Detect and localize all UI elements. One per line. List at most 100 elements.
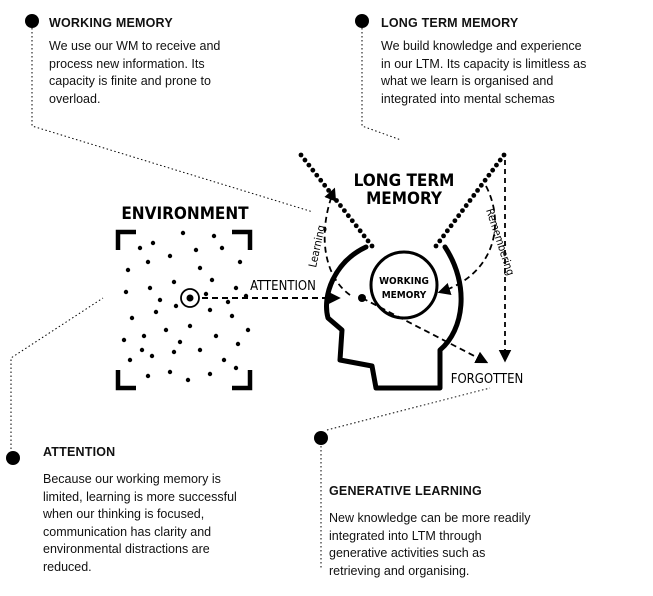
stimulus-dot bbox=[225, 299, 231, 305]
text-line: integrated into mental schemas bbox=[381, 91, 555, 106]
forgetting-arrow bbox=[361, 297, 489, 364]
working-memory-callout: WORKING MEMORY We use our WM to receive … bbox=[49, 16, 289, 108]
stimulus-dot bbox=[209, 277, 215, 283]
long-term-memory-title: LONG TERM MEMORY bbox=[381, 16, 519, 30]
stimulus-dot bbox=[145, 259, 151, 265]
stimulus-dot bbox=[213, 333, 219, 339]
stimulus-dot bbox=[150, 240, 156, 246]
attention-focus-dot bbox=[186, 294, 194, 302]
wm-label-line1: WORKING bbox=[379, 276, 429, 287]
generative-learning-text: New knowledge can be more readily integr… bbox=[329, 510, 589, 580]
text-line: communication has clarity and bbox=[43, 524, 212, 539]
ltm-right-dot bbox=[501, 152, 507, 158]
ltm-left-dot bbox=[298, 152, 304, 158]
ltm-left-dot bbox=[318, 177, 324, 183]
stimulus-dot bbox=[137, 245, 143, 251]
frame-corner-top-left bbox=[115, 229, 136, 250]
frame-corner-bottom-right bbox=[232, 370, 253, 391]
attention-connector bbox=[10, 297, 104, 457]
text-line: limited, learning is more successful bbox=[43, 489, 237, 504]
ltm-left-dot bbox=[338, 203, 343, 208]
long-term-memory-connector bbox=[361, 28, 402, 141]
stimulus-dot bbox=[123, 289, 129, 295]
long-term-memory-text: We build knowledge and experience in our… bbox=[381, 38, 651, 108]
stimulus-dot bbox=[141, 333, 147, 339]
ltm-left-dot bbox=[314, 172, 320, 178]
text-line: capacity is finite and prone to bbox=[49, 74, 211, 88]
working-memory-circle bbox=[369, 250, 439, 320]
environment-label: ENVIRONMENT bbox=[121, 204, 249, 224]
stimulus-dot bbox=[229, 313, 235, 319]
ltm-left-dot bbox=[357, 228, 363, 234]
working-memory-connector bbox=[31, 28, 314, 213]
environment-frame bbox=[115, 229, 253, 391]
stimulus-dot bbox=[147, 285, 153, 291]
working-memory-bullet bbox=[25, 14, 39, 28]
ltm-right-dot bbox=[490, 167, 496, 173]
ltm-right-dot bbox=[463, 203, 469, 208]
ltm-right-dot bbox=[437, 238, 443, 244]
stimulus-dot bbox=[193, 247, 199, 253]
stimulus-dot bbox=[163, 327, 169, 333]
stimulus-dot bbox=[221, 357, 227, 363]
ltm-right-dot bbox=[482, 177, 488, 183]
long-term-memory-callout: LONG TERM MEMORY We build knowledge and … bbox=[381, 16, 651, 108]
ltm-left-dot bbox=[341, 208, 347, 214]
stimulus-dot bbox=[207, 307, 213, 313]
frame-corner-bottom-left bbox=[115, 370, 136, 391]
frame-corner-top-right bbox=[232, 229, 253, 250]
working-memory-title: WORKING MEMORY bbox=[49, 16, 173, 30]
ltm-right-dot bbox=[497, 157, 503, 163]
ltm-right-dot bbox=[471, 193, 477, 198]
stimulus-dot bbox=[233, 365, 239, 371]
text-line: We build knowledge and experience bbox=[381, 39, 582, 53]
stimulus-dot bbox=[197, 347, 203, 353]
attention-text: Because our working memory is limited, l… bbox=[43, 471, 293, 576]
learning-label: Learning bbox=[306, 224, 328, 269]
ltm-left-dot bbox=[345, 213, 351, 219]
ltm-label-line1: LONG TERM bbox=[354, 171, 455, 191]
remembering-arrow bbox=[437, 185, 496, 295]
ltm-right-dot bbox=[433, 243, 439, 249]
stimulus-dot bbox=[245, 327, 251, 333]
text-line: what we learn is organised and bbox=[381, 74, 554, 88]
ltm-right-dot bbox=[441, 233, 446, 239]
text-line: We use our WM to receive and bbox=[49, 39, 221, 53]
ltm-left-dot bbox=[330, 193, 335, 198]
ltm-right-dot bbox=[475, 187, 480, 193]
ltm-left-dot bbox=[306, 162, 312, 168]
stimulus-dot bbox=[173, 303, 179, 309]
stimulus-dot bbox=[197, 265, 203, 271]
stimulus-dot bbox=[157, 297, 163, 303]
stimulus-dot bbox=[177, 339, 183, 345]
stimulus-dot bbox=[211, 233, 217, 239]
stimulus-dot bbox=[235, 341, 241, 347]
text-line: Because our working memory is bbox=[43, 472, 221, 486]
ltm-left-dot bbox=[349, 218, 355, 224]
text-line: reduced. bbox=[43, 559, 92, 574]
ltm-right-dot bbox=[444, 228, 450, 234]
forgotten-connector bbox=[326, 387, 491, 431]
ltm-right-dot bbox=[486, 172, 492, 178]
stimulus-dot bbox=[167, 369, 173, 375]
ltm-left-dot bbox=[361, 233, 367, 239]
ltm-right-dot bbox=[456, 213, 462, 219]
generative-learning-callout: GENERATIVE LEARNING New knowledge can be… bbox=[329, 484, 589, 580]
stimulus-dot bbox=[125, 267, 131, 273]
text-line: integrated into LTM through bbox=[329, 528, 482, 543]
ltm-left-dot bbox=[302, 157, 308, 163]
stimulus-dot bbox=[149, 353, 155, 359]
attention-callout: ATTENTION Because our working memory is … bbox=[43, 445, 293, 576]
stimulus-dot bbox=[180, 230, 186, 236]
text-line: process new information. Its bbox=[49, 56, 205, 71]
attention-label: ATTENTION bbox=[250, 279, 316, 294]
stimulus-dot bbox=[203, 291, 209, 297]
forgotten-label: FORGOTTEN bbox=[451, 372, 524, 387]
attention-title: ATTENTION bbox=[43, 445, 116, 459]
ltm-left-dot bbox=[326, 187, 332, 193]
ltm-right-dot bbox=[460, 208, 465, 214]
ltm-right-dot bbox=[494, 162, 499, 168]
stimulus-dot bbox=[121, 337, 127, 343]
stimulus-dot bbox=[139, 347, 145, 353]
